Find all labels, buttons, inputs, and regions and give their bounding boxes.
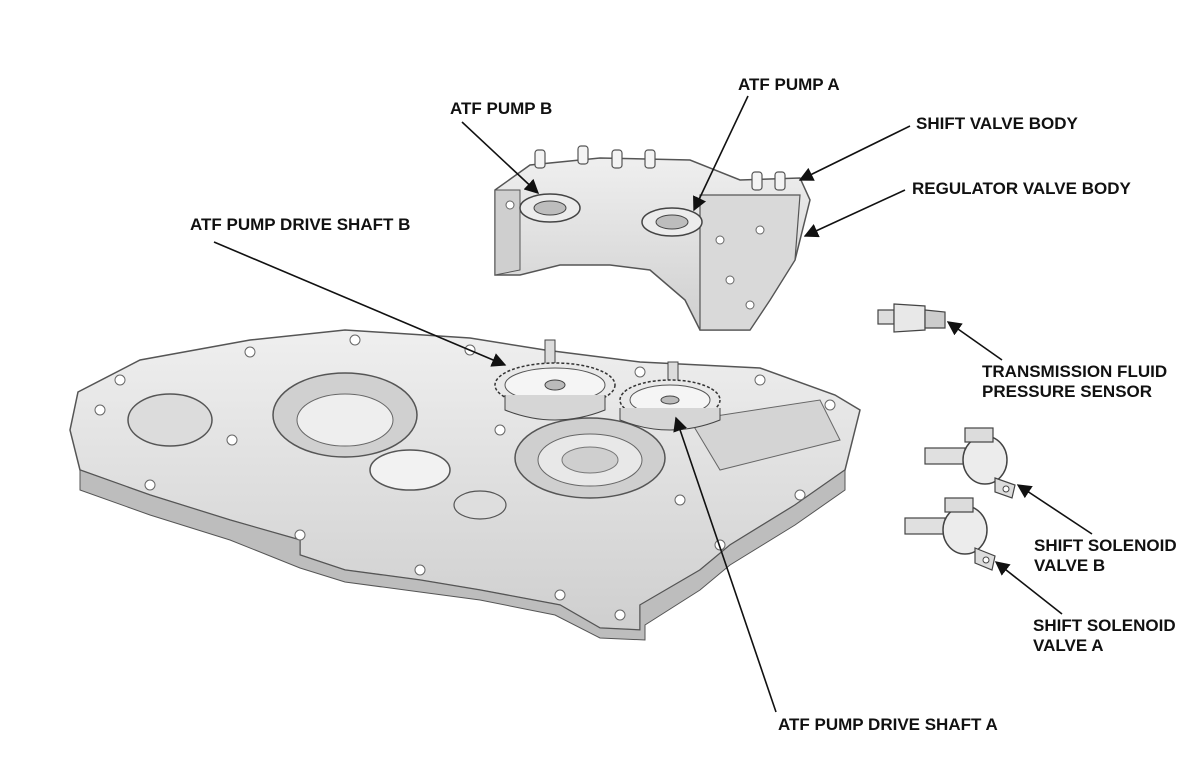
shift-solenoid-valve-a [904,497,996,571]
label-shift-valve-body: SHIFT VALVE BODY [916,114,1078,133]
leader-atf-pump-b [461,121,540,194]
leader-shift-valve-body [798,125,911,181]
transmission-fluid-pressure-sensor [877,303,946,333]
label-shift-solenoid-b-line-2: VALVE B [1034,556,1106,575]
label-shift-solenoid-a-line-2: VALVE A [1033,636,1104,655]
label-atf-pump-drive-shaft-a: ATF PUMP DRIVE SHAFT A [778,715,998,734]
label-shift-solenoid-b-line-1: SHIFT SOLENOID [1034,536,1177,555]
atf-pump-a-rotor [641,207,703,237]
label-shift-solenoid-valve-a: SHIFT SOLENOID VALVE A [1033,616,1176,656]
shift-solenoid-valve-b [924,427,1016,499]
label-shift-solenoid-valve-b: SHIFT SOLENOID VALVE B [1034,536,1177,576]
leader-atf-pump-a [693,95,749,212]
label-pressure-sensor-line-2: PRESSURE SENSOR [982,382,1153,401]
label-transmission-fluid-pressure-sensor: TRANSMISSION FLUID PRESSURE SENSOR [982,362,1167,402]
label-shift-solenoid-a-line-1: SHIFT SOLENOID [1033,616,1176,635]
label-atf-pump-drive-shaft-b: ATF PUMP DRIVE SHAFT B [190,215,411,234]
transmission-case [69,329,861,641]
leader-atf-pump-drive-shaft-a [673,416,777,713]
label-atf-pump-a: ATF PUMP A [738,75,840,94]
label-atf-pump-b: ATF PUMP B [450,99,553,118]
leader-pressure-sensor [946,321,1003,361]
leader-shift-solenoid-b [1016,484,1093,535]
label-pressure-sensor-line-1: TRANSMISSION FLUID [982,362,1168,381]
leader-atf-pump-drive-shaft-b [213,241,507,367]
atf-pump-drive-shaft-a-gear [619,361,721,431]
label-regulator-valve-body: REGULATOR VALVE BODY [912,179,1131,198]
atf-pump-drive-shaft-b-gear [494,339,616,421]
atf-pump-b-rotor [519,193,581,223]
leader-regulator-valve-body [803,189,906,238]
leader-shift-solenoid-a [994,561,1063,615]
valve-body-assembly [494,145,811,331]
